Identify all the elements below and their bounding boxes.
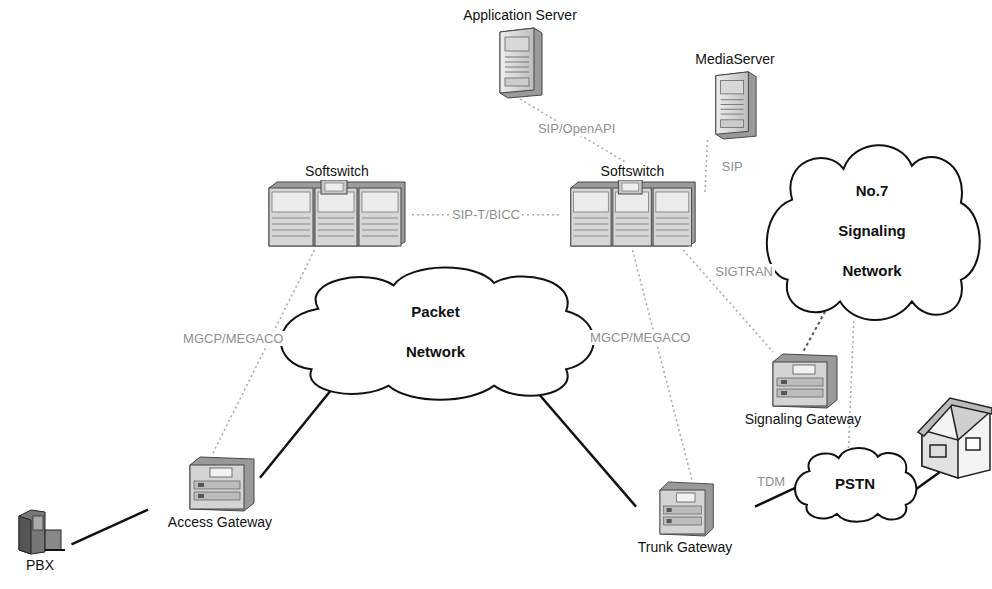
connector — [705, 140, 708, 193]
softswitch: Softswitch — [262, 162, 412, 250]
packet-network-cloud: Packet Network — [268, 262, 603, 402]
node-label: Application Server — [463, 6, 577, 24]
node-label: Access Gateway — [168, 513, 272, 531]
media-server: MediaServer — [680, 50, 790, 140]
connector — [536, 391, 636, 507]
protocol-label: SIGTRAN — [713, 264, 775, 279]
connector — [260, 385, 335, 478]
connector — [72, 510, 149, 545]
protocol-label: SIP-T/BICC — [450, 207, 522, 222]
signaling-gateway: Signaling Gateway — [728, 352, 878, 428]
node-label: Trunk Gateway — [638, 538, 732, 556]
connector — [755, 488, 795, 507]
softswitch: Softswitch — [560, 162, 705, 250]
protocol-label: MGCP/MEGACO — [588, 330, 692, 345]
protocol-label: SIP — [720, 159, 745, 174]
node-label: Softswitch — [601, 162, 665, 180]
application-server: Application Server — [445, 6, 595, 99]
protocol-label: SIP/OpenAPI — [536, 121, 617, 136]
protocol-label: TDM — [755, 474, 787, 489]
node-label: Packet Network — [396, 292, 476, 372]
connector — [849, 321, 854, 449]
pstn-cloud: PSTN — [790, 445, 920, 523]
node-label: PSTN — [835, 475, 875, 493]
access-gateway: Access Gateway — [140, 455, 300, 531]
pbx-device: PBX — [5, 508, 75, 574]
node-label: PBX — [26, 556, 54, 574]
node-label: Softswitch — [305, 162, 369, 180]
protocol-label: MGCP/MEGACO — [181, 331, 285, 346]
signaling-network-cloud: No.7 Signaling Network — [758, 138, 986, 323]
node-label: Signaling Gateway — [745, 410, 862, 428]
connector — [633, 250, 693, 480]
node-label: No.7 Signaling Network — [822, 171, 922, 291]
node-label: MediaServer — [695, 50, 774, 68]
trunk-gateway: Trunk Gateway — [615, 480, 755, 556]
connector — [520, 99, 625, 162]
